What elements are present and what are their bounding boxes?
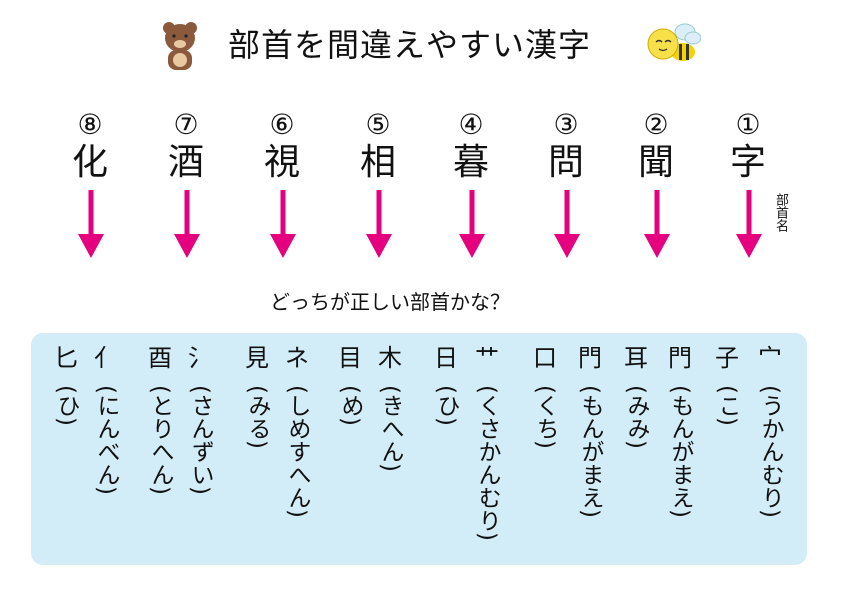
down-arrow-icon [459,190,485,258]
bee-icon [647,23,701,61]
radical-option[interactable]: ネ (しめすへん) [282,343,312,522]
radical-reading: (みみ) [623,385,649,449]
radical-reading: (こ) [714,385,740,426]
radical-reading: (ひ) [53,385,79,426]
radical-char: 口 [533,344,557,372]
radical-option[interactable]: 木 (きへん) [375,343,405,476]
radical-reading: (みる) [244,385,270,449]
down-arrow-icon [554,190,580,258]
problem-kanji: 酒 [167,142,204,183]
problem-number: ⑦ [173,108,199,141]
radical-option[interactable]: 口 (くち) [530,343,560,453]
radical-char: 見 [245,344,269,372]
down-arrow-icon [366,190,392,258]
radical-char: 門 [668,344,692,372]
radical-char: 子 [715,344,739,372]
problem-kanji: 聞 [637,142,674,183]
radical-option[interactable]: 亻 (にんべん) [91,343,121,499]
problem-8: ⑧ 化 [60,108,120,184]
answer-box [31,333,807,565]
radical-option[interactable]: 艹 (くさかんむり) [472,343,502,545]
problem-number: ① [735,108,761,141]
radical-option[interactable]: 門 (もんがまえ) [665,343,695,522]
problem-number: ⑧ [77,108,103,141]
radical-option[interactable]: 子 (こ) [712,343,742,430]
radical-reading: (きへん) [377,385,403,472]
problem-kanji: 暮 [452,142,489,183]
problem-6: ⑥ 視 [252,108,312,184]
radical-char: 木 [378,344,402,372]
radical-reading: (め) [337,385,363,426]
radical-reading: (うかんむり) [757,385,783,518]
radical-char: 艹 [475,344,499,372]
page-title: 部首を間違えやすい漢字 [228,26,592,64]
radical-char: 日 [434,344,458,372]
radical-char: 亻 [94,344,118,372]
down-arrow-icon [78,190,104,258]
radical-option[interactable]: 目 (め) [335,343,365,430]
radical-option[interactable]: 宀 (うかんむり) [755,343,785,522]
radical-char: 酉 [148,344,172,372]
radical-char: 耳 [624,344,648,372]
radical-name-label: 部首名 [773,193,788,232]
radical-char: 匕 [54,344,78,372]
problem-5: ⑤ 相 [348,108,408,184]
down-arrow-icon [174,190,200,258]
problem-kanji: 相 [359,142,396,183]
problem-7: ⑦ 酒 [156,108,216,184]
problem-kanji: 視 [263,142,300,183]
problem-number: ③ [553,108,579,141]
radical-reading: (さんずい) [187,385,213,495]
bear-icon [163,22,197,70]
radical-reading: (くさかんむり) [474,385,500,541]
radical-reading: (もんがまえ) [577,385,603,518]
radical-char: 門 [578,344,602,372]
problem-number: ② [643,108,669,141]
down-arrow-icon [644,190,670,258]
radical-option[interactable]: 耳 (みみ) [621,343,651,453]
problem-number: ⑥ [269,108,295,141]
radical-reading: (とりへん) [147,385,173,495]
radical-char: 氵 [188,344,212,372]
problem-number: ⑤ [365,108,391,141]
down-arrow-icon [736,190,762,258]
problem-number: ④ [458,108,484,141]
radical-reading: (ひ) [433,385,459,426]
question-text: どっちが正しい部首かな？ [270,290,510,314]
radical-reading: (くち) [532,385,558,449]
radical-option[interactable]: 日 (ひ) [431,343,461,430]
problem-4: ④ 暮 [441,108,501,184]
problem-3: ③ 問 [536,108,596,184]
radical-option[interactable]: 匕 (ひ) [51,343,81,430]
radical-option[interactable]: 氵 (さんずい) [185,343,215,499]
problem-1: ① 字 [718,108,778,184]
radical-char: 宀 [758,344,782,372]
radical-option[interactable]: 見 (みる) [242,343,272,453]
down-arrow-icon [270,190,296,258]
radical-reading: (もんがまえ) [667,385,693,518]
problem-kanji: 問 [547,142,584,183]
radical-char: ネ [285,344,309,372]
radical-option[interactable]: 酉 (とりへん) [145,343,175,499]
radical-reading: (にんべん) [93,385,119,495]
problem-2: ② 聞 [626,108,686,184]
radical-char: 目 [338,344,362,372]
radical-reading: (しめすへん) [284,385,310,518]
radical-option[interactable]: 門 (もんがまえ) [575,343,605,522]
problem-kanji: 字 [729,142,766,183]
problem-kanji: 化 [71,142,108,183]
